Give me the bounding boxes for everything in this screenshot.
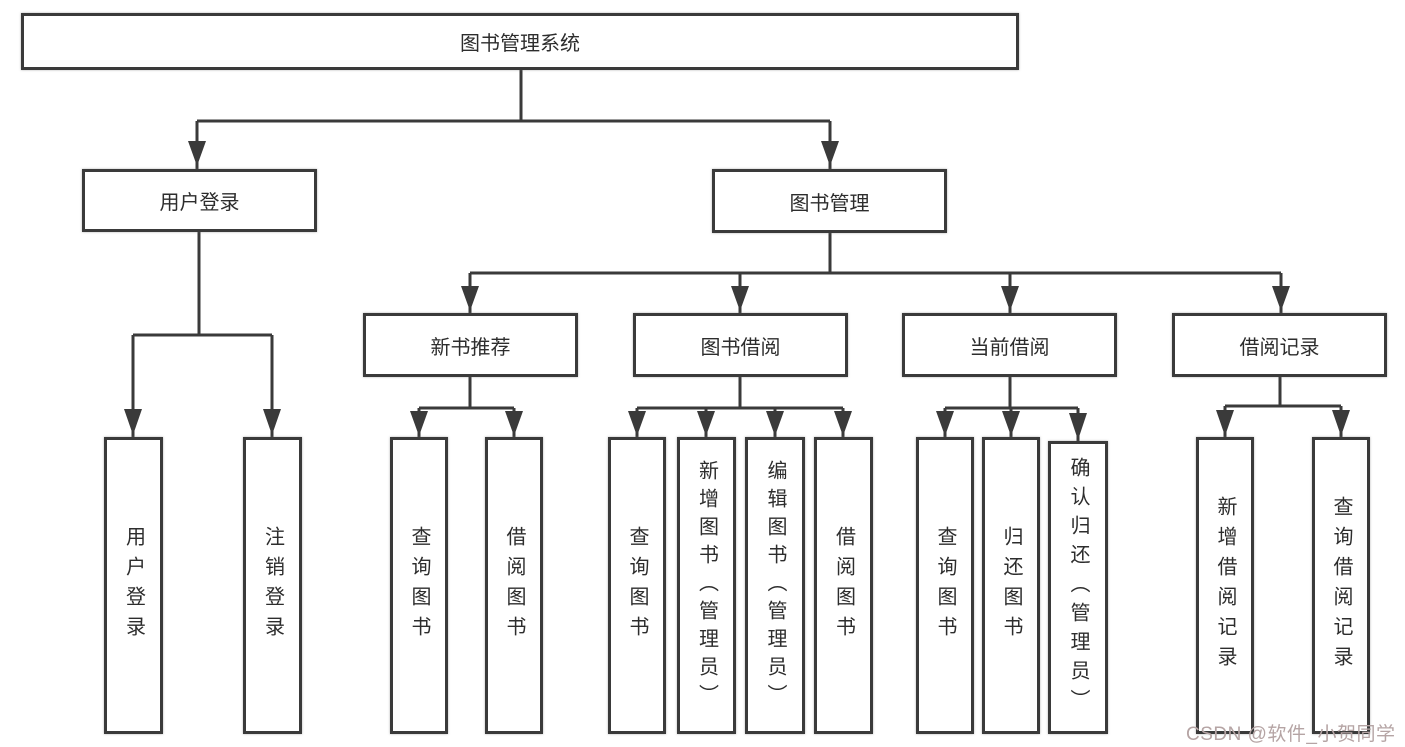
leaf-borrow-books-recommend: 借阅图书 xyxy=(485,437,543,734)
leaf-add-borrow-record: 新增借阅记录 xyxy=(1196,437,1254,734)
leaf-edit-books-admin: 编辑图书（管理员） xyxy=(745,437,805,734)
node-user-login: 用户登录 xyxy=(82,169,317,232)
leaf-user-login: 用户登录 xyxy=(104,437,163,734)
leaf-query-borrow-record: 查询借阅记录 xyxy=(1312,437,1370,734)
leaf-query-books-recommend: 查询图书 xyxy=(390,437,448,734)
leaf-return-books: 归还图书 xyxy=(982,437,1040,734)
node-root: 图书管理系统 xyxy=(21,13,1019,70)
leaf-logout: 注销登录 xyxy=(243,437,302,734)
node-book-borrow: 图书借阅 xyxy=(633,313,848,377)
node-new-book-recommend: 新书推荐 xyxy=(363,313,578,377)
leaf-query-books-current: 查询图书 xyxy=(916,437,974,734)
leaf-add-books-admin: 新增图书（管理员） xyxy=(677,437,736,734)
leaf-query-books-borrow: 查询图书 xyxy=(608,437,666,734)
node-current-borrow: 当前借阅 xyxy=(902,313,1117,377)
node-book-management: 图书管理 xyxy=(712,169,947,233)
csdn-watermark: CSDN @软件_小贺同学 xyxy=(1186,724,1396,745)
node-borrow-records: 借阅记录 xyxy=(1172,313,1387,377)
leaf-borrow-books: 借阅图书 xyxy=(814,437,873,734)
leaf-confirm-return-admin: 确认归还（管理员） xyxy=(1048,441,1108,734)
